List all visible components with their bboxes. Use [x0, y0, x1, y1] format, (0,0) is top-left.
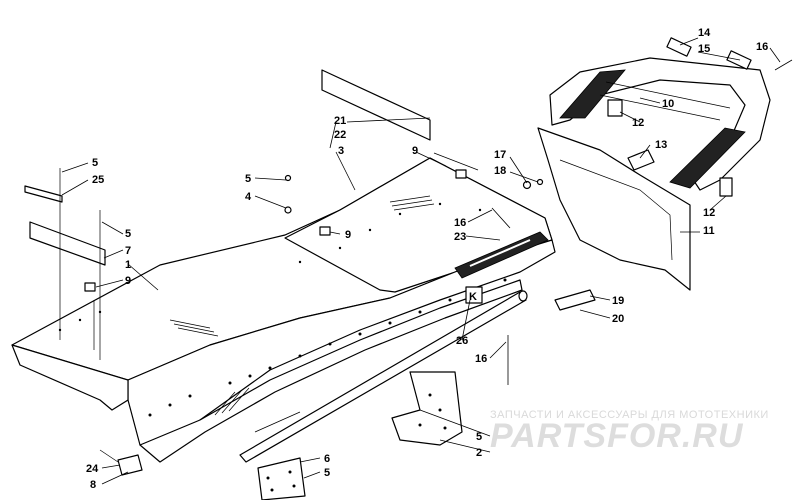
rear-bumper — [549, 57, 771, 191]
callout-13: 13 — [655, 139, 667, 151]
part-12-upper — [607, 99, 623, 117]
callout-24: 24 — [86, 463, 99, 475]
tunnel-vents — [214, 387, 301, 433]
part-9-front — [84, 282, 96, 292]
callout-6: 6 — [324, 453, 330, 465]
tunnel-assembly: K — [11, 157, 556, 463]
callout-labels: 14 15 16 10 12 13 17 18 12 11 21 22 3 9 … — [86, 27, 768, 491]
tunnel-logo-text: K — [469, 291, 477, 303]
callout-9-rear: 9 — [412, 145, 418, 157]
leader-lines — [61, 37, 781, 485]
part-13 — [627, 149, 655, 171]
callout-16-decal: 16 — [454, 217, 466, 229]
tunnel-lower-flange — [139, 279, 523, 463]
part-19 — [554, 289, 596, 311]
callout-25: 25 — [92, 174, 104, 186]
callout-16-bolt: 16 — [475, 353, 487, 365]
small-parts — [24, 37, 793, 500]
part-14 — [666, 37, 692, 57]
callout-18: 18 — [494, 165, 506, 177]
callout-1: 1 — [125, 259, 131, 271]
callout-7: 7 — [125, 245, 131, 257]
callout-23: 23 — [454, 231, 466, 243]
callout-5-c: 5 — [125, 228, 131, 240]
part-25 — [24, 185, 63, 203]
watermark-brand: PARTSFOR.RU — [490, 417, 744, 455]
callout-11: 11 — [703, 225, 715, 237]
callout-21: 21 — [334, 115, 346, 127]
callout-10: 10 — [662, 98, 674, 110]
callout-19: 19 — [612, 295, 624, 307]
callout-9-mid: 9 — [345, 229, 351, 241]
part-7 — [29, 221, 106, 266]
bumper-tread-left — [559, 69, 626, 119]
callout-5-a: 5 — [92, 157, 98, 169]
callout-2: 2 — [476, 447, 482, 459]
watermark: ЗАПЧАСТИ И АКСЕССУАРЫ ДЛЯ МОТОТЕХНИКИ PA… — [490, 409, 769, 455]
callout-22: 22 — [334, 129, 346, 141]
callout-4: 4 — [245, 191, 252, 203]
tunnel-logo: K — [465, 286, 483, 304]
tunnel-front-lip — [11, 344, 129, 411]
callout-12: 12 — [632, 117, 644, 129]
watermark-tagline: ЗАПЧАСТИ И АКСЕССУАРЫ ДЛЯ МОТОТЕХНИКИ — [490, 409, 769, 421]
callout-15: 15 — [698, 43, 710, 55]
callout-12-lower: 12 — [703, 207, 715, 219]
part-24-clamp — [117, 454, 143, 476]
part-9-mid — [319, 226, 331, 236]
part-9-rear — [455, 169, 467, 179]
snow-flap — [537, 127, 691, 291]
callout-5-e: 5 — [324, 467, 330, 479]
callout-20: 20 — [612, 313, 624, 325]
callout-9-front: 9 — [125, 275, 131, 287]
callout-16: 16 — [756, 41, 768, 53]
callout-3: 3 — [338, 145, 344, 157]
callout-17: 17 — [494, 149, 506, 161]
callout-26: 26 — [456, 335, 468, 347]
part-17 — [522, 180, 532, 190]
part-12-lower — [719, 177, 733, 197]
part-6-plate — [257, 457, 306, 500]
callout-14: 14 — [698, 27, 711, 39]
part-2-bracket — [391, 371, 463, 446]
snow-flap-body — [537, 127, 691, 291]
callout-8: 8 — [90, 479, 96, 491]
callout-5-b: 5 — [245, 173, 251, 185]
tunnel-decal — [454, 231, 549, 279]
tunnel-flap-panel — [321, 69, 431, 141]
part-18 — [536, 178, 544, 186]
callout-5-d: 5 — [476, 431, 482, 443]
bumper-tread-right — [669, 127, 746, 189]
